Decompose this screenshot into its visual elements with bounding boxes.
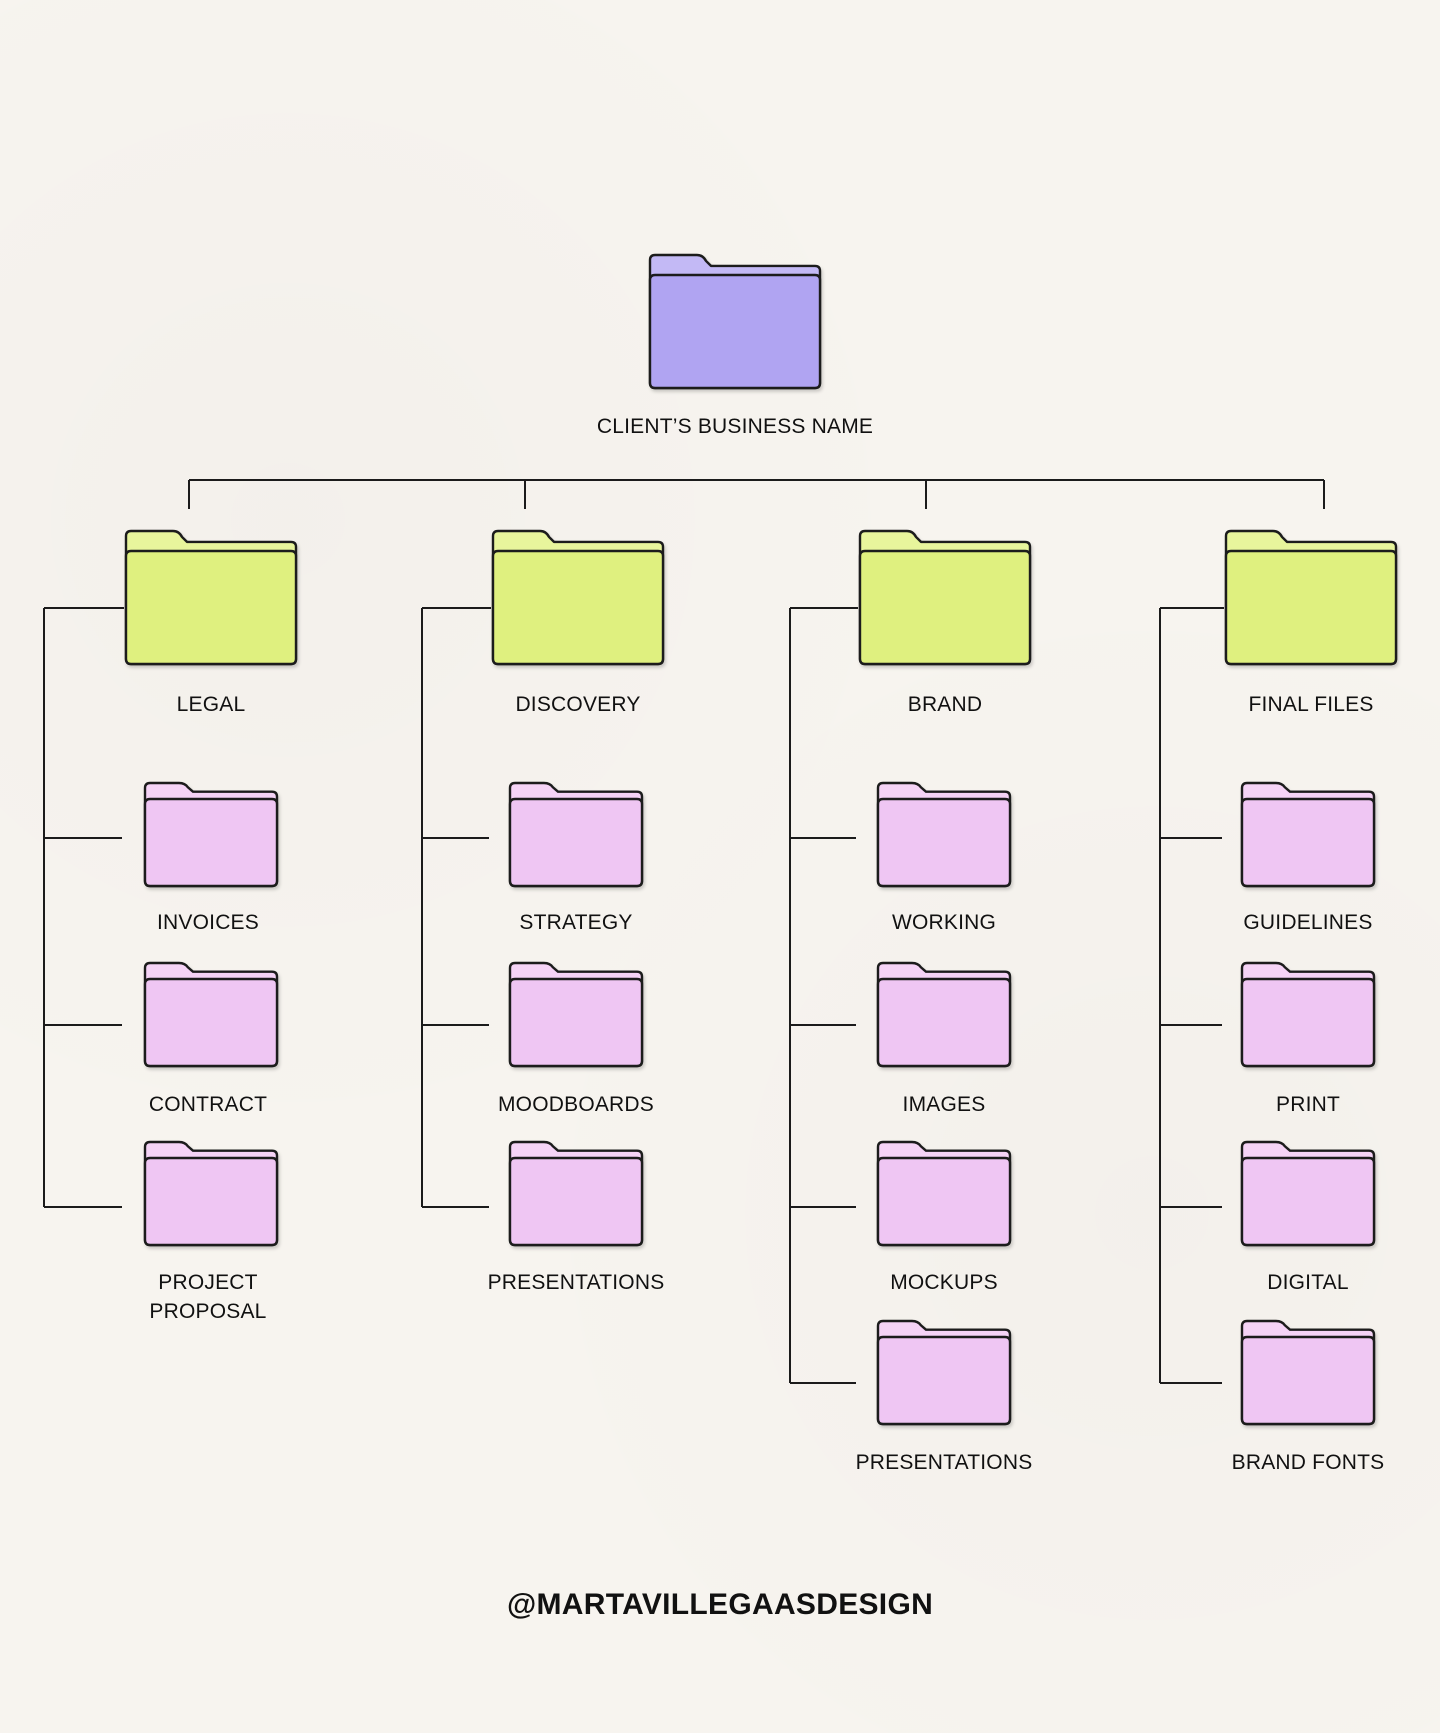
subfolder-icon <box>876 781 1012 888</box>
category-folder-icon <box>1224 529 1398 666</box>
category-label: DISCOVERY <box>515 693 641 716</box>
subfolder-icon <box>1240 1319 1376 1426</box>
subfolder-icon <box>143 961 279 1068</box>
subfolder-label: MOCKUPS <box>890 1271 998 1294</box>
subfolder-label: CONTRACT <box>148 1093 268 1116</box>
subfolder-label: DIGITAL <box>1267 1271 1349 1294</box>
subfolder-icon <box>876 961 1012 1068</box>
subfolder-icon <box>1240 781 1376 888</box>
subfolder-icon <box>876 1319 1012 1426</box>
subfolder-label: PRESENTATIONS <box>855 1451 1033 1474</box>
subfolder-icon <box>1240 961 1376 1068</box>
category-folder-icon <box>124 529 298 666</box>
subfolder-label: PROJECT PROPOSAL <box>149 1271 267 1323</box>
category-folder-icon <box>491 529 665 666</box>
subfolder-label: MOODBOARDS <box>497 1093 654 1116</box>
root-folder-icon <box>648 253 822 390</box>
root-label: CLIENT’S BUSINESS NAME <box>596 415 874 438</box>
subfolder-label: INVOICES <box>157 911 259 934</box>
subfolder-icon <box>1240 1140 1376 1247</box>
subfolder-label: IMAGES <box>902 1093 986 1116</box>
subfolder-icon <box>508 961 644 1068</box>
subfolder-label: BRAND FONTS <box>1231 1451 1385 1474</box>
subfolder-icon <box>143 781 279 888</box>
category-label: FINAL FILES <box>1248 693 1374 716</box>
category-label: BRAND <box>907 693 983 716</box>
subfolder-icon <box>508 1140 644 1247</box>
category-label: LEGAL <box>176 693 246 716</box>
subfolder-label: PRINT <box>1276 1093 1340 1116</box>
credit-handle: @MARTAVILLEGAASDESIGN <box>506 1588 934 1621</box>
subfolder-icon <box>876 1140 1012 1247</box>
subfolder-icon <box>508 781 644 888</box>
subfolder-label: PRESENTATIONS <box>487 1271 665 1294</box>
subfolder-label: STRATEGY <box>519 911 633 934</box>
subfolder-label: GUIDELINES <box>1243 911 1373 934</box>
category-folder-icon <box>858 529 1032 666</box>
subfolder-icon <box>143 1140 279 1247</box>
subfolder-label: WORKING <box>891 911 997 934</box>
